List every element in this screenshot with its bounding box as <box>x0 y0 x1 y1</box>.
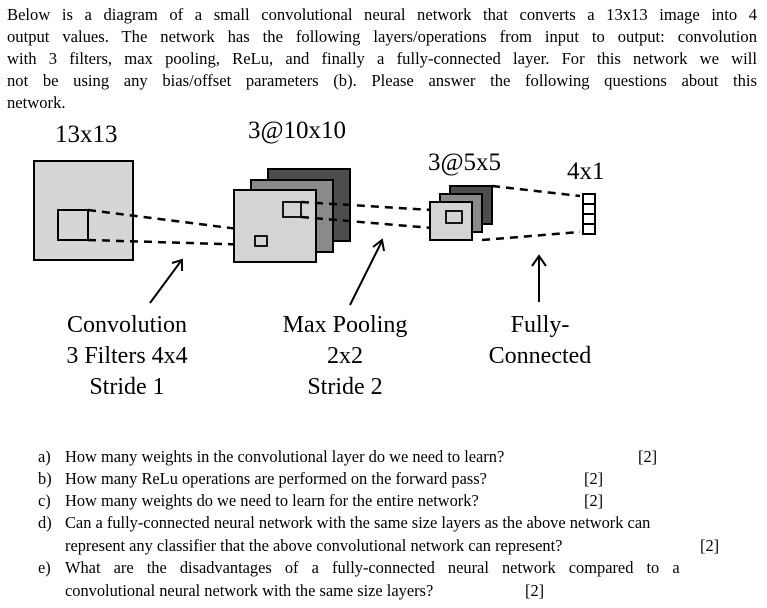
pool-caption-line: Stride 2 <box>307 374 383 400</box>
pool-size-label: 3@5x5 <box>428 149 502 176</box>
question-letter: d) <box>38 513 52 532</box>
pooled-unit <box>445 210 463 224</box>
pool-window <box>282 201 302 218</box>
pool-map-1 <box>429 201 473 241</box>
fc-caption-line: Connected <box>488 343 592 369</box>
question-text: Can a fully-connected neural network wit… <box>65 513 651 532</box>
question-mark: [2] <box>638 447 658 466</box>
input-receptive-field <box>57 209 89 241</box>
question-letter: b) <box>38 469 52 488</box>
question-text-cont: convolutional neural network with the sa… <box>65 580 434 600</box>
question-d: d) Can a fully-connected neural network w… <box>38 512 758 555</box>
intro-paragraph: Below is a diagram of a small convolutio… <box>7 4 757 114</box>
question-mark: [2] <box>584 491 604 510</box>
fc-connection-lines <box>481 184 581 242</box>
question-b: b) How many ReLu operations are performed… <box>38 468 603 491</box>
conv-caption-line: 3 Filters 4x4 <box>66 343 188 369</box>
question-text: What are the disadvantages of a fully-co… <box>65 558 680 577</box>
question-letter: e) <box>38 558 51 577</box>
intro-line: Below is a diagram of a small convolutio… <box>7 5 757 24</box>
conv-caption-line: Stride 1 <box>89 374 165 400</box>
conv-size-label: 3@10x10 <box>248 117 347 144</box>
arrows <box>149 238 547 306</box>
pool-caption-line: Max Pooling <box>282 312 408 338</box>
pool-caption: Max Pooling 2x2 Stride 2 <box>265 310 425 403</box>
pool-caption-line: 2x2 <box>327 343 363 369</box>
question-e: e) What are the disadvantages of a fully-… <box>38 557 758 600</box>
conv-unit <box>254 235 268 247</box>
output-size-label: 4x1 <box>567 158 605 185</box>
question-text: How many ReLu operations are performed o… <box>65 469 487 488</box>
output-vector <box>582 193 596 235</box>
question-a: a) How many weights in the convolutional … <box>38 446 657 469</box>
conv-caption-line: Convolution <box>66 312 187 338</box>
question-mark: [2] <box>525 580 545 600</box>
intro-line: with 3 filters, max pooling, ReLu, and f… <box>7 49 757 68</box>
question-c: c) How many weights do we need to learn f… <box>38 490 603 513</box>
question-mark: [2] <box>584 469 604 488</box>
fc-caption-line: Fully- <box>510 312 570 338</box>
intro-line: network. <box>7 93 66 112</box>
cnn-diagram <box>33 160 596 306</box>
pool-connection-lines <box>300 200 433 230</box>
question-letter: a) <box>38 447 51 466</box>
question-text: How many weights do we need to learn for… <box>65 491 479 510</box>
question-text: How many weights in the convolutional la… <box>65 447 505 466</box>
intro-line: output values. The network has the follo… <box>7 27 757 46</box>
input-size-label: 13x13 <box>55 121 118 148</box>
question-letter: c) <box>38 491 51 510</box>
intro-line: not be using any bias/offset parameters … <box>7 71 757 90</box>
question-text-cont: represent any classifier that the above … <box>65 535 563 555</box>
conv-caption: Convolution 3 Filters 4x4 Stride 1 <box>47 310 207 403</box>
conv-map-1 <box>233 189 317 263</box>
fc-caption: Fully- Connected <box>470 310 610 372</box>
question-mark: [2] <box>700 535 720 555</box>
